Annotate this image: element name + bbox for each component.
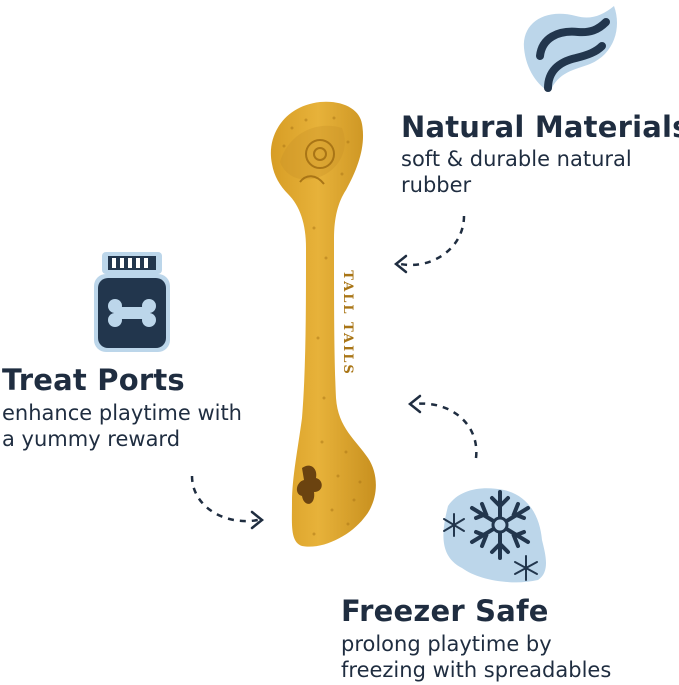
snowflake-icon [434,484,552,588]
freezer-safe-title: Freezer Safe [341,594,549,628]
leaf-icon [518,2,622,94]
treat-ports-line2: a yummy reward [2,427,181,451]
treat-ports-title: Treat Ports [2,363,185,397]
bone-toy-icon [262,98,398,554]
treat-ports-line1: enhance playtime with [2,401,242,425]
embossed-brand: TALL TAILS [340,270,355,376]
arrow-natural-icon [384,210,474,276]
natural-materials-line1: soft & durable natural [401,147,632,171]
natural-materials-line2: rubber [401,173,472,197]
freezer-safe-line2: freezing with spreadables [341,658,612,682]
natural-materials-title: Natural Materials [401,110,679,144]
arrow-freezer-icon [400,388,490,464]
treat-jar-icon [90,250,174,354]
arrow-treat-icon [184,470,274,536]
freezer-safe-line1: prolong playtime by [341,632,552,656]
